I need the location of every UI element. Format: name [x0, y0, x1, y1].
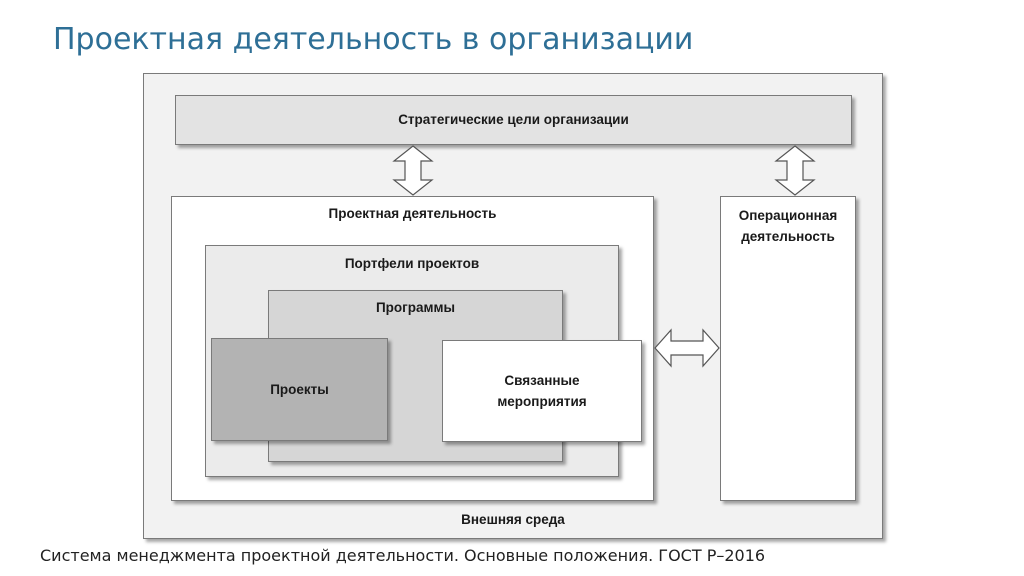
projects-label: Проекты: [270, 381, 329, 397]
operational-activity-label-line2: деятельность: [741, 229, 835, 244]
project-activity-label: Проектная деятельность: [328, 206, 497, 221]
operational-activity-box: Операционная деятельность: [720, 196, 856, 501]
strategic-goals-box: Стратегические цели организации: [175, 95, 852, 145]
related-activities-label-line1: Связанные: [504, 373, 580, 388]
projects-box: Проекты: [211, 338, 388, 441]
strategic-goals-label: Стратегические цели организации: [398, 112, 629, 127]
project-portfolios-label: Портфели проектов: [344, 256, 480, 271]
page-title: Проектная деятельность в организации: [53, 22, 694, 57]
operational-activity-label-line1: Операционная: [738, 208, 838, 223]
programs-label: Программы: [375, 300, 456, 315]
vertical-double-arrow-left: [392, 145, 434, 196]
external-environment-label: Внешняя среда: [461, 512, 565, 527]
horizontal-double-arrow: [654, 328, 720, 368]
related-activities-box: Связанные мероприятия: [442, 340, 642, 442]
vertical-double-arrow-right: [774, 145, 816, 196]
source-caption: Система менеджмента проектной деятельнос…: [40, 546, 766, 565]
related-activities-label-line2: мероприятия: [497, 394, 587, 409]
